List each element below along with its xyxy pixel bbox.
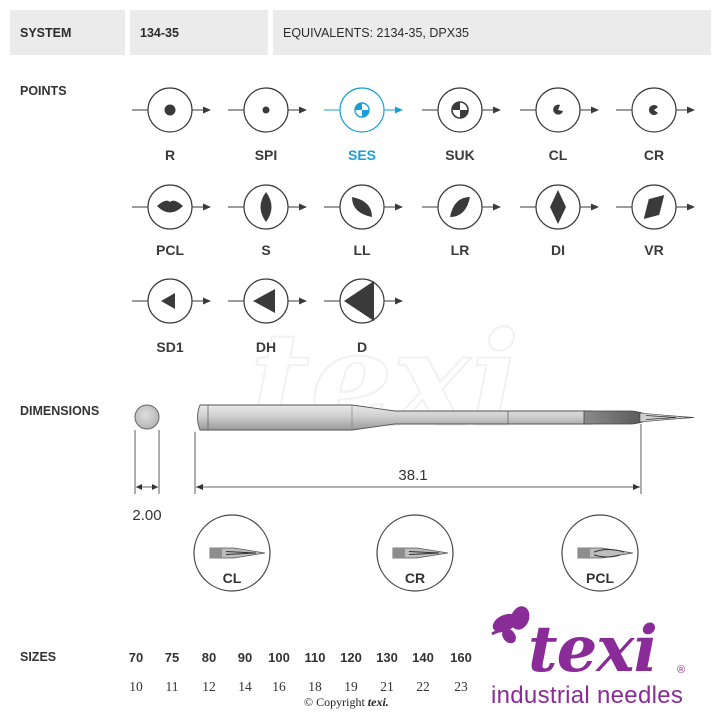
point-s: S (228, 184, 307, 258)
system-value: 134-35 (140, 25, 179, 40)
small-triangle-point-icon (161, 293, 175, 309)
small-dot-point-icon (262, 106, 270, 114)
point-sd1: SD1 (132, 278, 211, 355)
needle-dimension-drawing: 2.00 38.1 CL CR PCL (132, 404, 695, 592)
medium-ball-point-icon (451, 101, 469, 119)
diameter-value: 2.00 (132, 507, 161, 524)
size-nm-value: 90 (237, 650, 253, 665)
svg-text:texi: texi (250, 303, 520, 456)
point-di: DI (520, 184, 599, 258)
point-label: SES (348, 147, 376, 163)
size-nm-value: 75 (164, 650, 180, 665)
size-metric-value: 18 (308, 679, 322, 694)
detail-label: PCL (586, 570, 614, 586)
size-nm-value: 70 (128, 650, 144, 665)
left-crescent-point-icon (553, 104, 563, 115)
size-nm-value: 80 (201, 650, 217, 665)
shank-cross-section (134, 404, 160, 430)
size-nm-value: 100 (268, 650, 290, 665)
point-label: D (357, 339, 367, 355)
points-grid: R SPI SES SUK CL CR PCL S LL LR DI VR SD1 DH D (132, 87, 695, 355)
sizes-nm-row: 70 75 80 90 100 110 120 130 140 160 (0, 650, 720, 670)
size-metric-value: 12 (202, 679, 216, 694)
copyright-prefix: © Copyright (304, 695, 365, 709)
size-metric-value: 22 (416, 679, 430, 694)
point-r: R (132, 87, 211, 163)
size-metric-value: 16 (272, 679, 286, 694)
point-label: LL (353, 242, 371, 258)
sizes-metric-row: 10 11 12 14 16 18 19 21 22 23 (0, 679, 720, 699)
point-pcl: PCL (132, 184, 211, 258)
point-label: SPI (255, 147, 278, 163)
size-nm-value: 160 (450, 650, 472, 665)
right-lens-point-icon (450, 197, 470, 217)
system-label: SYSTEM (20, 25, 72, 40)
point-label: SD1 (156, 339, 183, 355)
size-metric-value: 23 (454, 679, 468, 694)
point-label: CR (644, 147, 664, 163)
equivalents-cell: EQUIVALENTS: 2134-35, DPX35 (273, 10, 711, 55)
left-lens-point-icon (352, 197, 372, 217)
diamond-point-icon (550, 190, 566, 224)
point-label: R (165, 147, 175, 163)
light-ball-point-icon (354, 102, 370, 118)
point-vr: VR (616, 184, 695, 258)
points-section-label: POINTS (20, 84, 67, 98)
reverse-twist-point-icon (643, 194, 665, 220)
point-dh: DH (228, 278, 307, 355)
size-nm-value: 130 (376, 650, 398, 665)
point-label: S (261, 242, 270, 258)
medium-triangle-point-icon (253, 289, 275, 313)
detail-label: CL (223, 570, 242, 586)
point-d: D (324, 278, 403, 355)
detail-cr: CR (376, 514, 454, 592)
copyright-brand: texi. (367, 695, 389, 709)
system-value-cell: 134-35 (130, 10, 268, 55)
point-ll: LL (324, 184, 403, 258)
dimensions-section-label: DIMENSIONS (20, 404, 100, 418)
round-dot-point-icon (164, 104, 176, 116)
copyright-notice: © Copyright texi. (304, 695, 389, 710)
size-metric-value: 11 (165, 679, 179, 694)
sizes-section-label: SIZES (20, 650, 57, 664)
size-metric-value: 14 (238, 679, 252, 694)
point-spi: SPI (228, 87, 307, 163)
size-nm-value: 110 (304, 650, 326, 665)
logo-tagline: industrial needles (491, 682, 684, 709)
point-label: VR (644, 242, 663, 258)
size-nm-value: 120 (340, 650, 362, 665)
detail-cl: CL (193, 514, 271, 592)
point-label: DH (256, 339, 276, 355)
size-metric-value: 10 (129, 679, 143, 694)
point-ses: SES (324, 87, 403, 163)
point-cr: CR (616, 87, 695, 163)
point-label: CL (549, 147, 568, 163)
needle-illustration (197, 404, 695, 431)
point-cl: CL (520, 87, 599, 163)
point-label: SUK (445, 147, 475, 163)
size-metric-value: 21 (380, 679, 394, 694)
right-crescent-point-icon (649, 105, 658, 116)
point-lr: LR (422, 184, 501, 258)
size-nm-value: 140 (412, 650, 434, 665)
logo-wordmark: texi (528, 612, 658, 687)
detail-pcl: PCL (561, 514, 639, 592)
detail-label: CR (405, 570, 425, 586)
registered-mark: ® (677, 664, 686, 676)
length-value: 38.1 (398, 467, 427, 484)
vertical-lens-point-icon (260, 192, 272, 222)
point-label: PCL (156, 242, 184, 258)
point-suk: SUK (422, 87, 501, 163)
size-metric-value: 19 (344, 679, 358, 694)
point-label: LR (451, 242, 470, 258)
point-label: DI (551, 242, 565, 258)
system-label-cell: SYSTEM (10, 10, 125, 55)
lip-cutting-point-icon (157, 200, 183, 213)
large-triangle-point-icon (344, 281, 374, 321)
equivalents-text: EQUIVALENTS: 2134-35, DPX35 (283, 25, 469, 40)
